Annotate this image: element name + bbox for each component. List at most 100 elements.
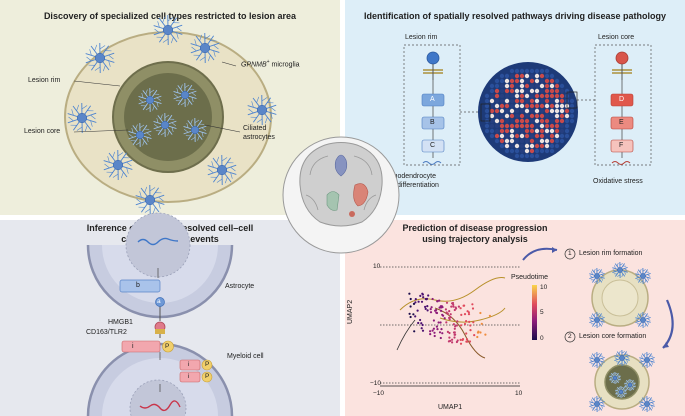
spot bbox=[544, 133, 550, 139]
spot bbox=[514, 73, 520, 79]
spot bbox=[554, 108, 560, 114]
spot bbox=[499, 73, 505, 79]
spot bbox=[519, 138, 525, 144]
spot bbox=[544, 118, 550, 124]
umap-point bbox=[459, 338, 462, 341]
spot bbox=[549, 73, 555, 79]
spot bbox=[534, 148, 540, 154]
umap-point bbox=[429, 311, 433, 314]
spot bbox=[499, 78, 505, 84]
spot bbox=[504, 118, 510, 124]
umap-point bbox=[476, 335, 479, 339]
spot bbox=[499, 103, 505, 109]
umap-point bbox=[421, 329, 425, 332]
spot bbox=[509, 128, 515, 134]
spot bbox=[554, 78, 560, 84]
umap-point bbox=[431, 329, 434, 332]
umap-point bbox=[431, 297, 434, 301]
spot bbox=[534, 143, 540, 149]
spot bbox=[514, 83, 520, 89]
spot bbox=[524, 108, 530, 114]
spot bbox=[509, 103, 515, 109]
spot bbox=[529, 153, 535, 159]
spot bbox=[494, 128, 500, 134]
umap-point bbox=[456, 320, 459, 323]
umap-point bbox=[453, 336, 456, 339]
umap-point bbox=[454, 325, 457, 328]
spot bbox=[559, 123, 565, 129]
spot bbox=[504, 103, 510, 109]
umap-point bbox=[439, 336, 442, 340]
spot bbox=[564, 118, 570, 124]
umap-point bbox=[413, 330, 416, 333]
umap-point bbox=[432, 327, 435, 330]
spot bbox=[544, 88, 550, 94]
spot bbox=[554, 123, 560, 129]
umap-point bbox=[477, 330, 480, 333]
umap-point bbox=[416, 309, 419, 312]
umap-point bbox=[442, 314, 445, 317]
spot bbox=[559, 93, 565, 99]
label-lesion-rim: Lesion rim bbox=[405, 34, 438, 41]
spot bbox=[504, 88, 510, 94]
umap-point bbox=[479, 311, 482, 315]
spot bbox=[484, 103, 490, 109]
umap-point bbox=[414, 301, 417, 304]
spot bbox=[519, 123, 525, 129]
umap-point bbox=[412, 313, 415, 316]
umap-point bbox=[420, 300, 424, 303]
umap-point bbox=[429, 330, 432, 333]
microglia-cell bbox=[612, 261, 628, 279]
umap-point bbox=[449, 313, 452, 316]
spot bbox=[554, 118, 560, 124]
astrocyte-cell bbox=[153, 112, 177, 138]
spot bbox=[534, 118, 540, 124]
spot bbox=[524, 88, 530, 94]
umap-point bbox=[448, 318, 451, 321]
spot bbox=[509, 68, 515, 74]
spot bbox=[559, 128, 565, 134]
umap-point bbox=[414, 298, 417, 301]
spot bbox=[554, 98, 560, 104]
spot bbox=[484, 128, 490, 134]
spot bbox=[529, 133, 535, 139]
umap-point bbox=[426, 305, 429, 308]
spot bbox=[509, 108, 515, 114]
spot bbox=[569, 98, 575, 104]
label-receptor: CD163/TLR2 bbox=[86, 329, 127, 336]
umap-point bbox=[435, 308, 438, 312]
spot bbox=[514, 143, 520, 149]
spot bbox=[544, 83, 550, 89]
node-f: F bbox=[619, 142, 624, 149]
spot bbox=[519, 133, 525, 139]
spot bbox=[544, 98, 550, 104]
astrocyte-cell bbox=[624, 378, 636, 392]
trajectory-illustration bbox=[380, 247, 674, 413]
spot bbox=[544, 108, 550, 114]
spot bbox=[564, 133, 570, 139]
spot bbox=[484, 93, 490, 99]
step1-label: Lesion rim formation bbox=[579, 250, 643, 257]
spot bbox=[519, 78, 525, 84]
spot bbox=[504, 83, 510, 89]
spot bbox=[499, 83, 505, 89]
spot bbox=[519, 93, 525, 99]
spot bbox=[544, 148, 550, 154]
spot bbox=[489, 103, 495, 109]
umap-point bbox=[452, 305, 455, 308]
spot bbox=[499, 133, 505, 139]
spot bbox=[559, 113, 565, 119]
spot bbox=[519, 103, 525, 109]
umap-point bbox=[419, 318, 422, 322]
spot bbox=[519, 73, 525, 79]
step1-number: 1 bbox=[568, 250, 572, 257]
spot bbox=[529, 143, 535, 149]
spot bbox=[504, 113, 510, 119]
umap-point bbox=[445, 301, 449, 304]
spot bbox=[489, 83, 495, 89]
microglia-cell bbox=[639, 395, 655, 413]
microglia-cell bbox=[67, 102, 97, 134]
spot bbox=[564, 123, 570, 129]
microglia-cell bbox=[635, 311, 651, 329]
umap-point bbox=[451, 338, 454, 341]
